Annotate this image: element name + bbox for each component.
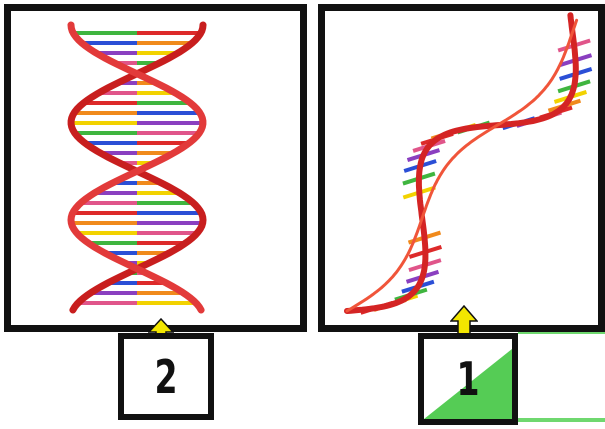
green-highlight bbox=[424, 349, 512, 419]
green-divider bbox=[518, 332, 605, 334]
panel-number-label: 2 bbox=[154, 349, 178, 404]
dna-double-helix-image bbox=[67, 21, 207, 314]
label-box-1: 1 bbox=[418, 333, 518, 425]
label-box-2: 2 bbox=[118, 333, 214, 420]
dna-twisted-helix-image bbox=[344, 12, 593, 315]
green-divider bbox=[518, 418, 605, 422]
panel-image-1 bbox=[318, 4, 605, 332]
panel-image-2 bbox=[4, 4, 307, 332]
panel-number-label: 1 bbox=[456, 352, 480, 406]
